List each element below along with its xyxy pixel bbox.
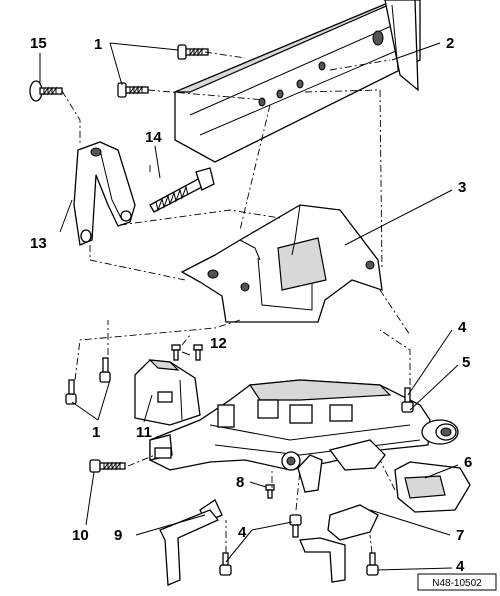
callout-4-right: 4 (458, 319, 467, 336)
screws-12 (171, 344, 203, 361)
callout-7: 7 (456, 527, 464, 544)
callout-3: 3 (458, 179, 466, 196)
callout-9: 9 (114, 527, 122, 544)
bolt-1-top-a (177, 44, 209, 60)
bolt-4-lower-b (219, 552, 232, 576)
leader-lines (39, 42, 459, 571)
callout-13: 13 (30, 235, 47, 252)
callout-8: 8 (236, 474, 244, 491)
reference-code-box: N48-10502 (417, 573, 497, 591)
cross-member-beam (174, 0, 421, 163)
mounting-bracket-3 (180, 204, 383, 323)
callout-12: 12 (210, 335, 227, 352)
reference-code: N48-10502 (432, 578, 482, 589)
callout-11: 11 (136, 424, 152, 441)
screw-8 (265, 484, 275, 499)
bolt-14 (149, 167, 215, 213)
bolt-4-lower-c (366, 552, 379, 576)
callout-labels: 1 15 2 14 13 3 12 4 5 1 11 6 8 10 9 4 7 … (30, 35, 472, 575)
callout-2: 2 (446, 35, 454, 52)
callout-14: 14 (145, 129, 162, 146)
bolt-1-lower-a (65, 379, 77, 405)
callout-4-lower-mid: 4 (238, 524, 247, 541)
cover-11 (134, 359, 201, 426)
callout-1-lower: 1 (92, 424, 100, 441)
assembly-lines (61, 51, 411, 554)
callout-10: 10 (72, 527, 89, 544)
bracket-9 (159, 499, 223, 586)
callout-1-top: 1 (94, 36, 102, 53)
callout-4-lower-right: 4 (456, 558, 465, 575)
cover-6 (394, 461, 471, 513)
callout-5: 5 (462, 354, 470, 371)
bolt-1-lower-b (99, 357, 111, 383)
bolt-10 (89, 459, 126, 473)
callout-15: 15 (30, 35, 47, 52)
bracket-13 (73, 141, 136, 246)
bolt-1-top-b (117, 82, 149, 98)
callout-6: 6 (464, 454, 472, 471)
steering-column-5 (149, 379, 459, 493)
screw-15 (29, 80, 63, 102)
lever-7 (299, 504, 379, 583)
bolt-4-lower-a (289, 514, 302, 538)
